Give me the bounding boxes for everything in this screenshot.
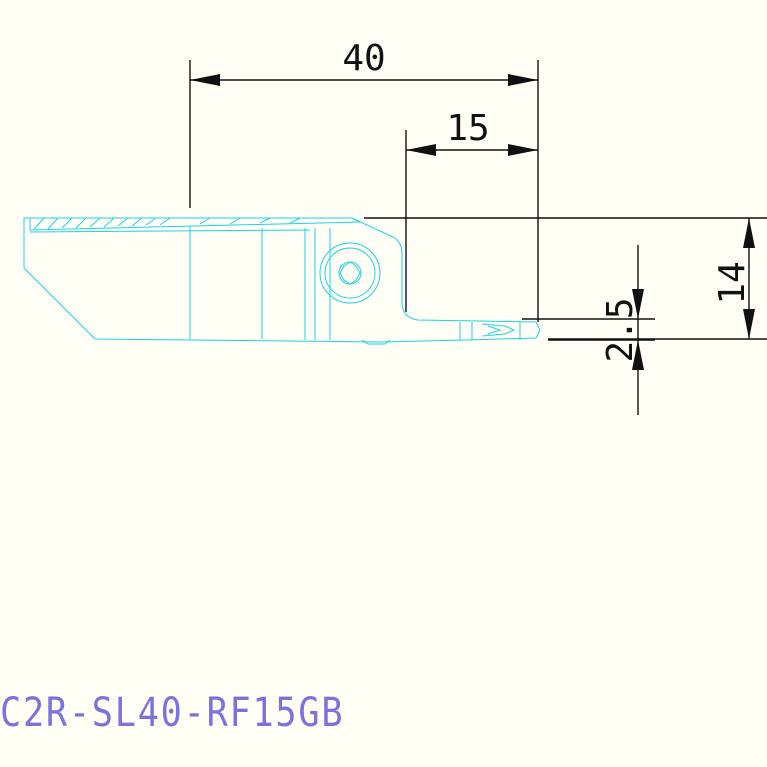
dim-label-overall-length: 40 [342,38,385,79]
dim-label-height: 14 [712,261,753,304]
dim-label-reach: 15 [446,108,489,149]
holder-outline [23,217,541,343]
arrow-top-2-5 [632,289,644,319]
arrow-right-15 [508,144,538,156]
dimension-width [522,245,655,415]
dimension-reach [405,130,538,312]
holder-hatch-band [29,217,361,231]
part-number-label: C2R-SL40-RF15GB [0,690,345,736]
arrow-top-14 [743,218,755,248]
dimension-overall-length [189,60,539,322]
arrow-bottom-14 [743,309,755,339]
arrow-left-40 [190,74,220,86]
arrow-right-40 [508,74,538,86]
tool-holder [23,217,541,345]
dim-label-width: 2.5 [600,297,641,362]
hatch-lines [33,217,301,230]
arrow-left-15 [406,144,436,156]
dimension-height [364,217,767,340]
clamp-screw [319,242,381,304]
arrow-bottom-2-5 [632,340,644,370]
cutting-insert [459,322,521,340]
